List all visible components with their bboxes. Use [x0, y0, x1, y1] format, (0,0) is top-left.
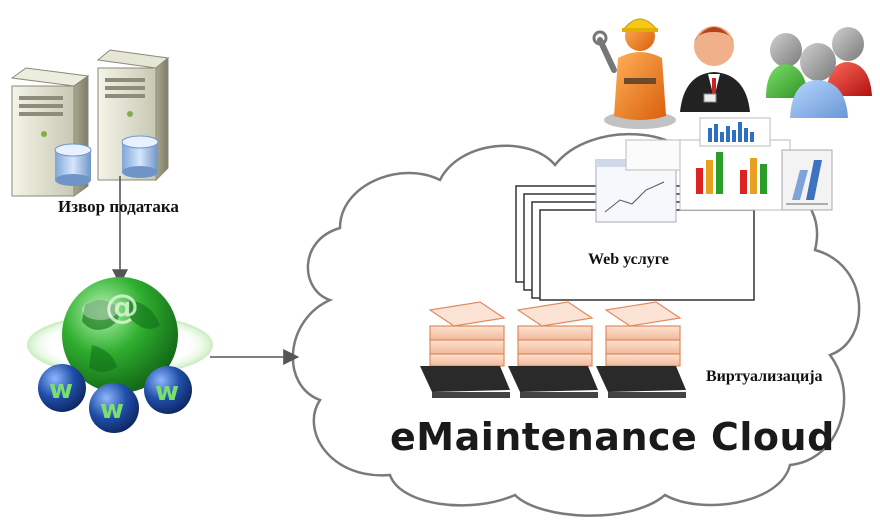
- database-icon: [121, 135, 159, 178]
- www-ball-icon: w: [38, 364, 86, 412]
- virtualization-label: Виртуализација: [706, 368, 823, 385]
- virtual-servers: [420, 301, 686, 398]
- www-ball-icon: w: [144, 366, 192, 414]
- database-icon: [54, 143, 92, 186]
- globe-www-icon: @ w w w: [27, 277, 213, 433]
- svg-text:w: w: [155, 377, 179, 407]
- web-services-label: Web услуге: [588, 251, 669, 268]
- user-group-icon: [766, 27, 872, 118]
- www-ball-icon: w: [89, 383, 139, 433]
- worker-icon: [592, 18, 676, 129]
- at-symbol-icon: @: [105, 287, 139, 327]
- virtual-server-icon: [420, 301, 510, 398]
- cloud-title: eMaintenance Cloud: [390, 415, 835, 459]
- svg-text:w: w: [49, 375, 73, 405]
- virtual-server-icon: [596, 301, 686, 398]
- dashboard-screens: [595, 117, 833, 223]
- manager-icon: [680, 26, 750, 112]
- data-source-label: Извор података: [58, 197, 179, 216]
- users-icon: [592, 18, 872, 129]
- svg-text:w: w: [100, 395, 124, 425]
- virtual-server-icon: [508, 301, 598, 398]
- server-database-icon: [10, 49, 170, 197]
